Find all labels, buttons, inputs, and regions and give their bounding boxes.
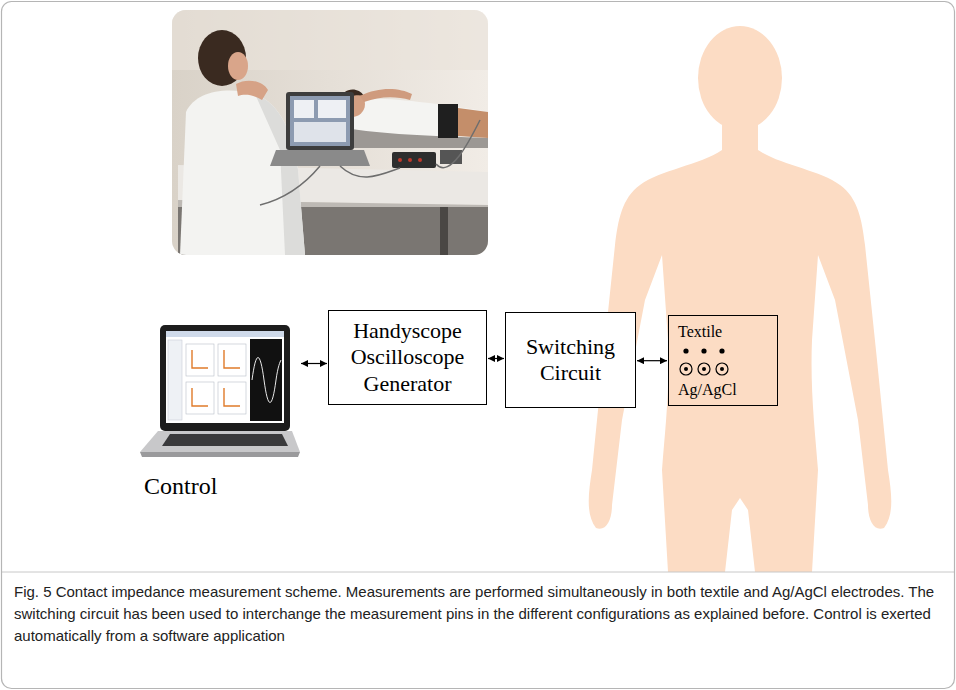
control-laptop-part (166, 331, 284, 423)
lab-photo-part (172, 10, 488, 255)
lab-photo-part (392, 152, 436, 168)
agcl-electrode (680, 363, 692, 375)
lab-photo-part (418, 158, 422, 162)
node-label: Control (144, 473, 217, 500)
control-laptop-part (140, 431, 300, 452)
lab-photo-part (294, 122, 346, 142)
control-laptop-part (252, 358, 281, 403)
body-silhouette-part (698, 26, 782, 130)
control-laptop-part (186, 344, 214, 376)
lab-photo-part (270, 150, 370, 166)
lab-photo-part (408, 158, 412, 162)
lab-photo-part (318, 100, 346, 118)
body-silhouette (589, 26, 892, 572)
control-laptop-part (218, 344, 246, 376)
lab-photo-part (294, 100, 314, 118)
lab-photo-part (440, 207, 448, 255)
control-laptop-part (250, 339, 282, 421)
node-label: Handyscope Oscilloscope Generator (337, 318, 478, 397)
figure-caption: Fig. 5 Contact impedance measurement sch… (14, 581, 942, 647)
agcl-electrode (716, 363, 728, 375)
control-laptop-node: Control (140, 322, 300, 504)
process-box: Switching Circuit (505, 312, 636, 408)
control-laptop-part (140, 452, 300, 457)
lab-photo-part (286, 92, 354, 150)
double-arrow (301, 363, 327, 364)
lab-photo-part (290, 96, 350, 146)
electrode-symbols (678, 345, 732, 377)
electrode-box: TextileAg/AgCl (668, 315, 778, 406)
control-laptop-part (192, 350, 240, 406)
lab-photo-part (398, 158, 402, 162)
textile-electrode (719, 349, 724, 354)
agcl-electrode-core (702, 367, 706, 371)
node-sublabel: Ag/AgCl (678, 380, 737, 399)
lab-photo-part (360, 89, 412, 102)
caption-rule (2, 572, 954, 573)
agcl-electrode (698, 363, 710, 375)
agcl-electrode-core (684, 367, 688, 371)
textile-electrode (683, 349, 688, 354)
control-laptop-part (162, 434, 288, 446)
lab-photo-part (438, 104, 458, 138)
caption-rule-part (2, 572, 954, 573)
lab-photo-part (260, 120, 480, 205)
lab-photo (172, 10, 488, 255)
control-laptop (140, 325, 300, 457)
control-laptop-part (160, 325, 290, 431)
control-laptop-part (166, 331, 284, 337)
node-label: Textile (678, 322, 722, 341)
photo-halo-part (140, 0, 520, 325)
double-arrow (488, 358, 504, 359)
lab-photo-part (228, 52, 248, 80)
control-laptop-part (186, 382, 214, 414)
node-label: Switching Circuit (514, 334, 627, 387)
photo-halo (140, 0, 520, 325)
process-box: Handyscope Oscilloscope Generator (328, 310, 487, 405)
agcl-electrode-core (720, 367, 724, 371)
double-arrow (637, 360, 667, 361)
control-laptop-part (168, 340, 182, 420)
lab-photo-part (236, 81, 268, 100)
control-laptop-part (218, 382, 246, 414)
textile-electrode (701, 349, 706, 354)
